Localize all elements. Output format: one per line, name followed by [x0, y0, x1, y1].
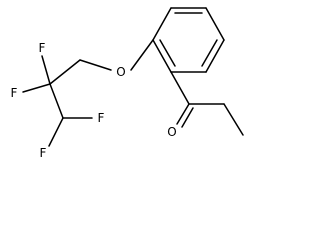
bond-cf2-to-chf2	[49, 83, 64, 119]
carbonyl-oxygen-label: O	[167, 125, 176, 139]
bond-cf2-to-fluorine-1	[41, 55, 51, 85]
bond-chf2-to-fluorine-4	[48, 117, 64, 147]
fluorine-2-label: F	[11, 86, 18, 100]
bond-ether-oxygen-to-ch2	[79, 59, 112, 71]
bond-carbonyl-double-outer	[176, 103, 190, 125]
bond-ring-to-carbonyl-carbon	[170, 71, 190, 105]
bond-cf2-to-fluorine-2	[22, 83, 51, 93]
benzene-ring	[152, 7, 225, 73]
bond-ch2-to-ch3	[223, 103, 244, 136]
ring-bond-5	[152, 39, 172, 73]
ring-bond-6	[152, 7, 172, 41]
bond-ring-to-ether-oxygen	[130, 39, 154, 71]
ring-double-bond-right	[201, 39, 218, 67]
bond-ch2-to-cf2	[49, 59, 81, 85]
fluorine-3-label: F	[98, 111, 105, 125]
fluorine-4-label: F	[40, 146, 47, 160]
ether-oxygen-label: O	[116, 65, 125, 79]
ring-bond-3	[205, 39, 225, 73]
ring-bond-2	[205, 7, 225, 41]
bond-carbonyl-double-inner	[181, 107, 194, 128]
chemical-structure: O O F F F F	[11, 7, 244, 160]
ring-double-bond-left	[159, 39, 176, 67]
fluorine-1-label: F	[39, 41, 46, 55]
